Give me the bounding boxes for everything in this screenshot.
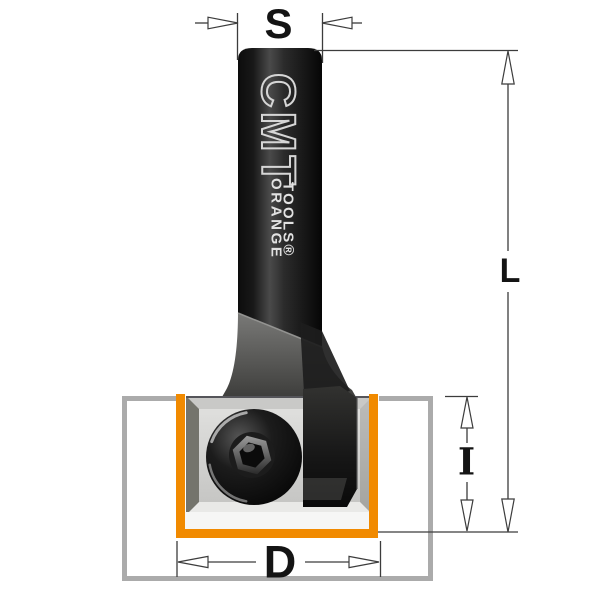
dim-d-arrowhead-left [177,555,209,569]
insert-gloss [303,478,347,500]
dim-s-arrowhead-left [207,16,239,30]
workpiece-outline [122,396,433,581]
dim-l-label: L [500,252,521,290]
dim-d-label: D [264,537,297,588]
dim-l-arrowhead-down [501,498,515,533]
clamp-screw [206,409,302,505]
dimension-i: I [445,395,478,532]
dimension-s: S [195,0,362,63]
insert-knife [303,386,357,507]
brand-text-tools: TOOLS® [280,182,297,258]
logo-text-cmt: CMT [251,73,304,189]
dim-d-arrowhead-right [348,555,380,569]
chip-gullet [300,322,350,397]
screw-highlight-top [210,411,248,444]
dim-i-arrowhead-down [460,499,474,532]
cut-profile-outline [176,394,378,538]
dim-s-arrowhead-right [321,16,353,30]
dimension-d: D [176,537,382,588]
brand-text-orange: ORANGE [268,178,285,259]
shank [238,48,322,347]
head-highlight-strip [182,512,378,532]
screw-highlight-bottom [208,463,248,503]
head-bevel-left [186,396,199,524]
router-bit: CMT ORANGE TOOLS® [182,48,378,532]
dim-s-label: S [264,0,292,47]
cutter-head [182,386,378,532]
dim-l-arrowhead-up [501,50,515,85]
dimension-l: L [314,49,521,533]
dim-i-arrowhead-up [460,396,474,429]
shank-branding: CMT ORANGE TOOLS® [250,72,305,259]
socket-glint [243,443,255,453]
dim-i-label: I [458,440,475,484]
